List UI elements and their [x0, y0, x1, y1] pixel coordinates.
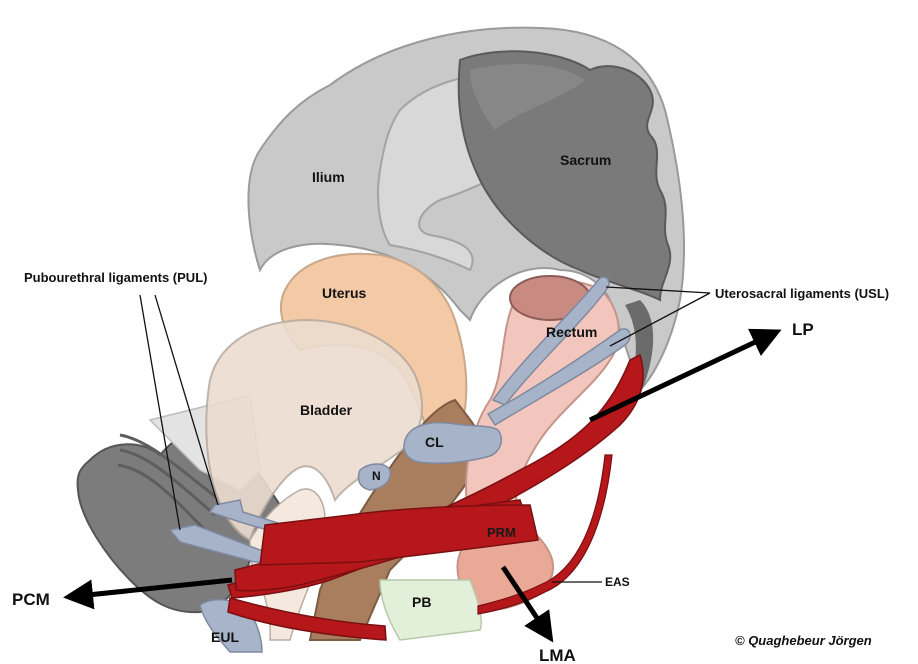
label-bladder: Bladder [300, 402, 353, 418]
label-lp: LP [792, 320, 814, 339]
label-usl: Uterosacral ligaments (USL) [715, 286, 889, 301]
label-copyright: © Quaghebeur Jörgen [735, 633, 872, 648]
label-n: N [372, 469, 381, 483]
label-uterus: Uterus [322, 285, 367, 301]
label-prm: PRM [487, 525, 516, 540]
label-ilium: Ilium [312, 169, 345, 185]
cardinal-ligament [404, 423, 501, 463]
label-pb: PB [412, 594, 431, 610]
label-eas: EAS [605, 575, 630, 589]
perineal-body [380, 580, 481, 640]
label-lma: LMA [539, 646, 576, 664]
label-eul: EUL [211, 629, 239, 645]
label-cl: CL [425, 434, 444, 450]
label-rectum: Rectum [546, 324, 597, 340]
label-sacrum: Sacrum [560, 152, 611, 168]
label-pul: Pubourethral ligaments (PUL) [24, 270, 207, 285]
label-pcm: PCM [12, 590, 50, 609]
